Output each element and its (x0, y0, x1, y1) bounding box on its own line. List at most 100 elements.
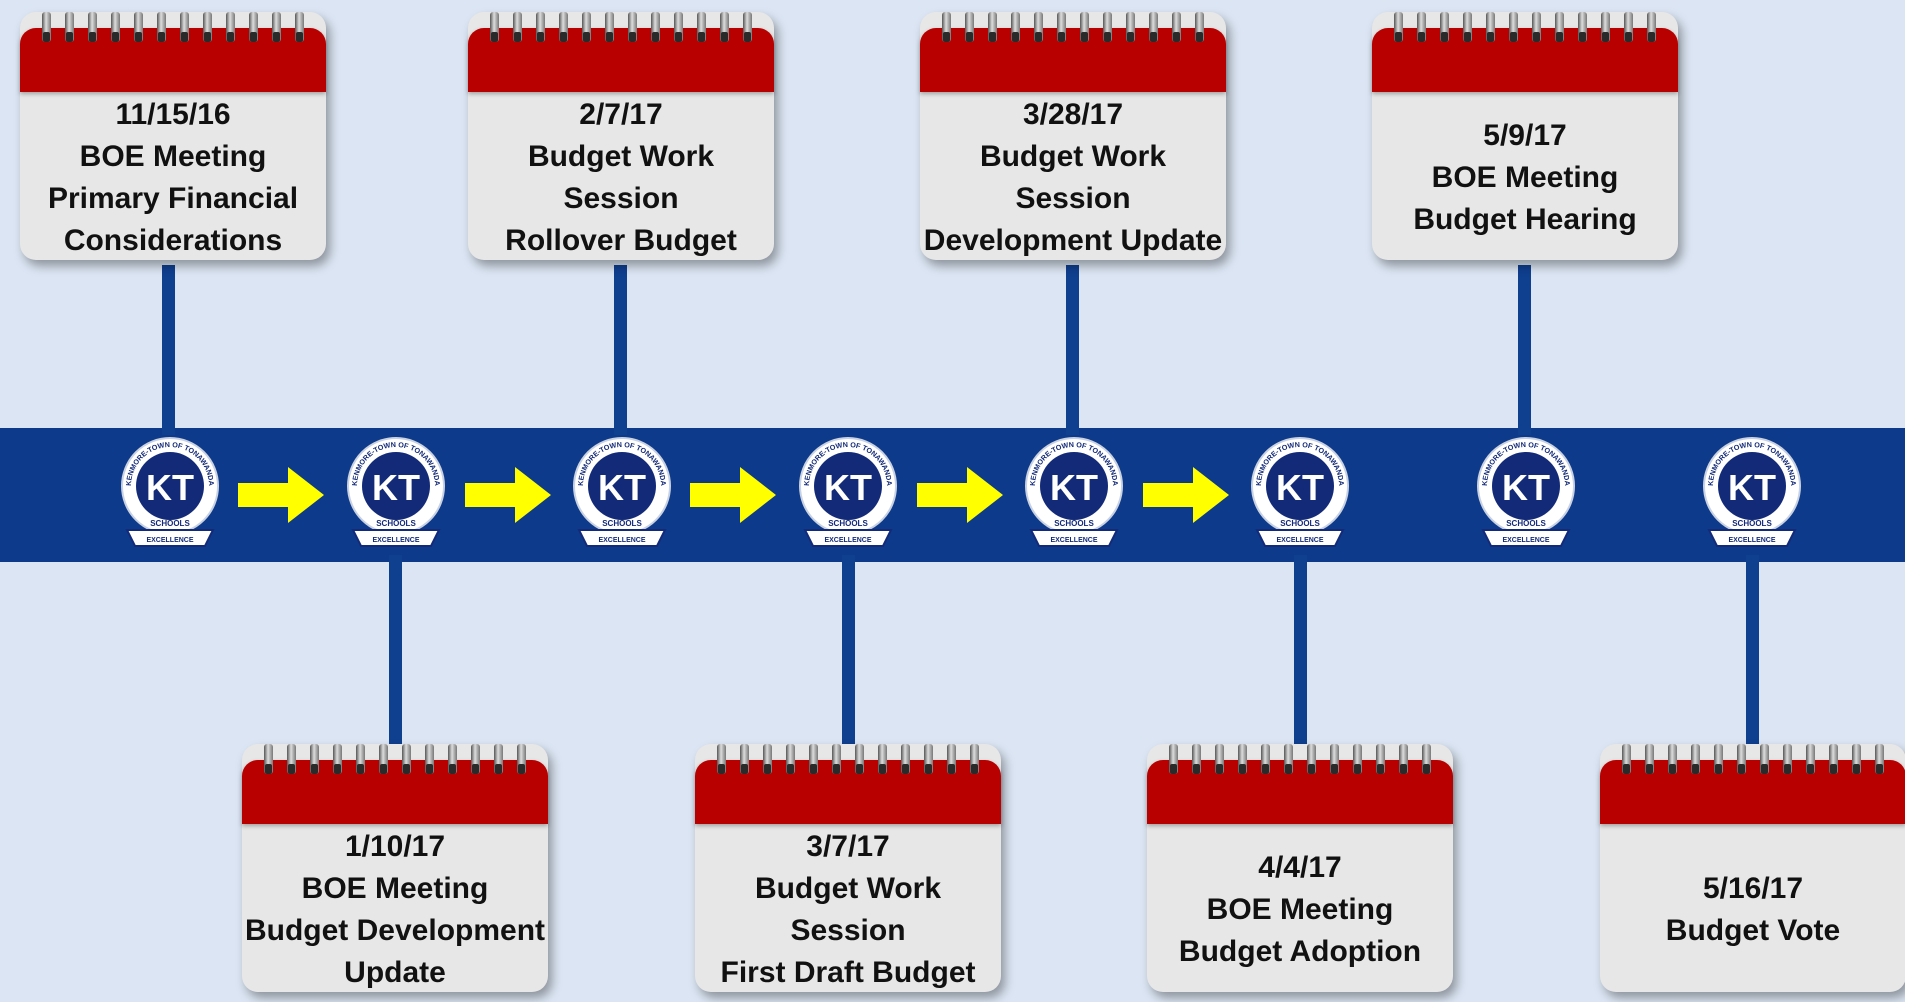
spiral-ring (559, 12, 568, 42)
spiral-ring (1714, 744, 1723, 774)
spiral-ring (1261, 744, 1270, 774)
event-date: 11/15/16 (115, 98, 231, 131)
spiral-ring (628, 12, 637, 42)
svg-text:SCHOOLS: SCHOOLS (1732, 519, 1772, 528)
event-date: 5/9/17 (1483, 119, 1567, 152)
spiral-ring (111, 12, 120, 42)
ktt-logo-graphic: KENMORE-TOWN OF TONAWANDA KT SCHOOLS EXC… (799, 437, 897, 547)
spiral-ring (310, 744, 319, 774)
spiral-ring (1647, 12, 1656, 42)
spiral-ring (180, 12, 189, 42)
event-line: Budget Hearing (1413, 203, 1637, 236)
svg-text:SCHOOLS: SCHOOLS (602, 519, 642, 528)
ktt-logo-graphic: KENMORE-TOWN OF TONAWANDA KT SCHOOLS EXC… (1025, 437, 1123, 547)
connector-e1 (162, 265, 175, 435)
event-line: Considerations (63, 224, 283, 257)
spiral-ring (878, 744, 887, 774)
svg-text:KT: KT (1276, 467, 1324, 508)
spiral-ring (1486, 12, 1495, 42)
spiral-ring (947, 744, 956, 774)
spiral-ring (1578, 12, 1587, 42)
spiral-rings (1169, 744, 1431, 778)
event-date: 4/4/17 (1258, 851, 1342, 884)
spiral-ring (832, 744, 841, 774)
svg-text:SCHOOLS: SCHOOLS (1280, 519, 1320, 528)
spiral-ring (425, 744, 434, 774)
spiral-ring (1034, 12, 1043, 42)
svg-text:KT: KT (1728, 467, 1776, 508)
event-line: Budget Vote (1665, 914, 1841, 947)
spiral-ring (42, 12, 51, 42)
spiral-ring (295, 12, 304, 42)
spiral-ring (1601, 12, 1610, 42)
spiral-ring (1195, 12, 1204, 42)
svg-text:EXCELLENCE: EXCELLENCE (146, 537, 193, 544)
connector-e7 (1518, 265, 1531, 435)
spiral-ring (1509, 12, 1518, 42)
school-logo: KENMORE-TOWN OF TONAWANDA KT SCHOOLS EXC… (115, 434, 225, 554)
event-line: BOE Meeting (1431, 161, 1619, 194)
spiral-ring (809, 744, 818, 774)
spiral-ring (249, 12, 258, 42)
spiral-ring (1169, 744, 1178, 774)
spiral-rings (1622, 744, 1884, 778)
event-line: Development Update (923, 224, 1223, 257)
event-line: Budget Adoption (1178, 935, 1422, 968)
event-line: Budget Development (244, 914, 546, 947)
event-line: BOE Meeting (1206, 893, 1394, 926)
spiral-ring (1555, 12, 1564, 42)
spiral-ring (65, 12, 74, 42)
svg-text:KT: KT (1050, 467, 1098, 508)
spiral-ring (1645, 744, 1654, 774)
spiral-ring (988, 12, 997, 42)
spiral-ring (1668, 744, 1677, 774)
spiral-ring (965, 12, 974, 42)
svg-text:KT: KT (1502, 467, 1550, 508)
svg-text:SCHOOLS: SCHOOLS (828, 519, 868, 528)
event-date: 3/28/17 (1022, 98, 1124, 131)
spiral-ring (970, 744, 979, 774)
spiral-ring (1622, 744, 1631, 774)
school-logo: KENMORE-TOWN OF TONAWANDA KT SCHOOLS EXC… (1019, 434, 1129, 554)
event-date: 1/10/17 (344, 830, 446, 863)
svg-text:EXCELLENCE: EXCELLENCE (1728, 537, 1775, 544)
svg-text:EXCELLENCE: EXCELLENCE (1502, 537, 1549, 544)
school-logo: KENMORE-TOWN OF TONAWANDA KT SCHOOLS EXC… (1245, 434, 1355, 554)
school-logo: KENMORE-TOWN OF TONAWANDA KT SCHOOLS EXC… (793, 434, 903, 554)
spiral-ring (1829, 744, 1838, 774)
svg-text:EXCELLENCE: EXCELLENCE (598, 537, 645, 544)
event-line: BOE Meeting (79, 140, 267, 173)
svg-text:EXCELLENCE: EXCELLENCE (1276, 537, 1323, 544)
spiral-rings (717, 744, 979, 778)
spiral-ring (1422, 744, 1431, 774)
spiral-ring (88, 12, 97, 42)
spiral-ring (855, 744, 864, 774)
event-line: Budget Work Session (979, 140, 1167, 215)
school-logo: KENMORE-TOWN OF TONAWANDA KT SCHOOLS EXC… (1471, 434, 1581, 554)
spiral-ring (1852, 744, 1861, 774)
spiral-ring (157, 12, 166, 42)
spiral-ring (1376, 744, 1385, 774)
spiral-ring (717, 744, 726, 774)
arrow-right-icon (1143, 467, 1229, 523)
spiral-ring (651, 12, 660, 42)
event-line: Budget Work Session (754, 872, 942, 947)
school-logo: KENMORE-TOWN OF TONAWANDA KT SCHOOLS EXC… (341, 434, 451, 554)
spiral-ring (471, 744, 480, 774)
arrow-right-icon (238, 467, 324, 523)
arrow-right-icon (917, 467, 1003, 523)
spiral-ring (1691, 744, 1700, 774)
spiral-ring (448, 744, 457, 774)
spiral-ring (1238, 744, 1247, 774)
event-line: Update (344, 956, 446, 989)
spiral-rings (942, 12, 1204, 46)
ktt-logo-graphic: KENMORE-TOWN OF TONAWANDA KT SCHOOLS EXC… (121, 437, 219, 547)
